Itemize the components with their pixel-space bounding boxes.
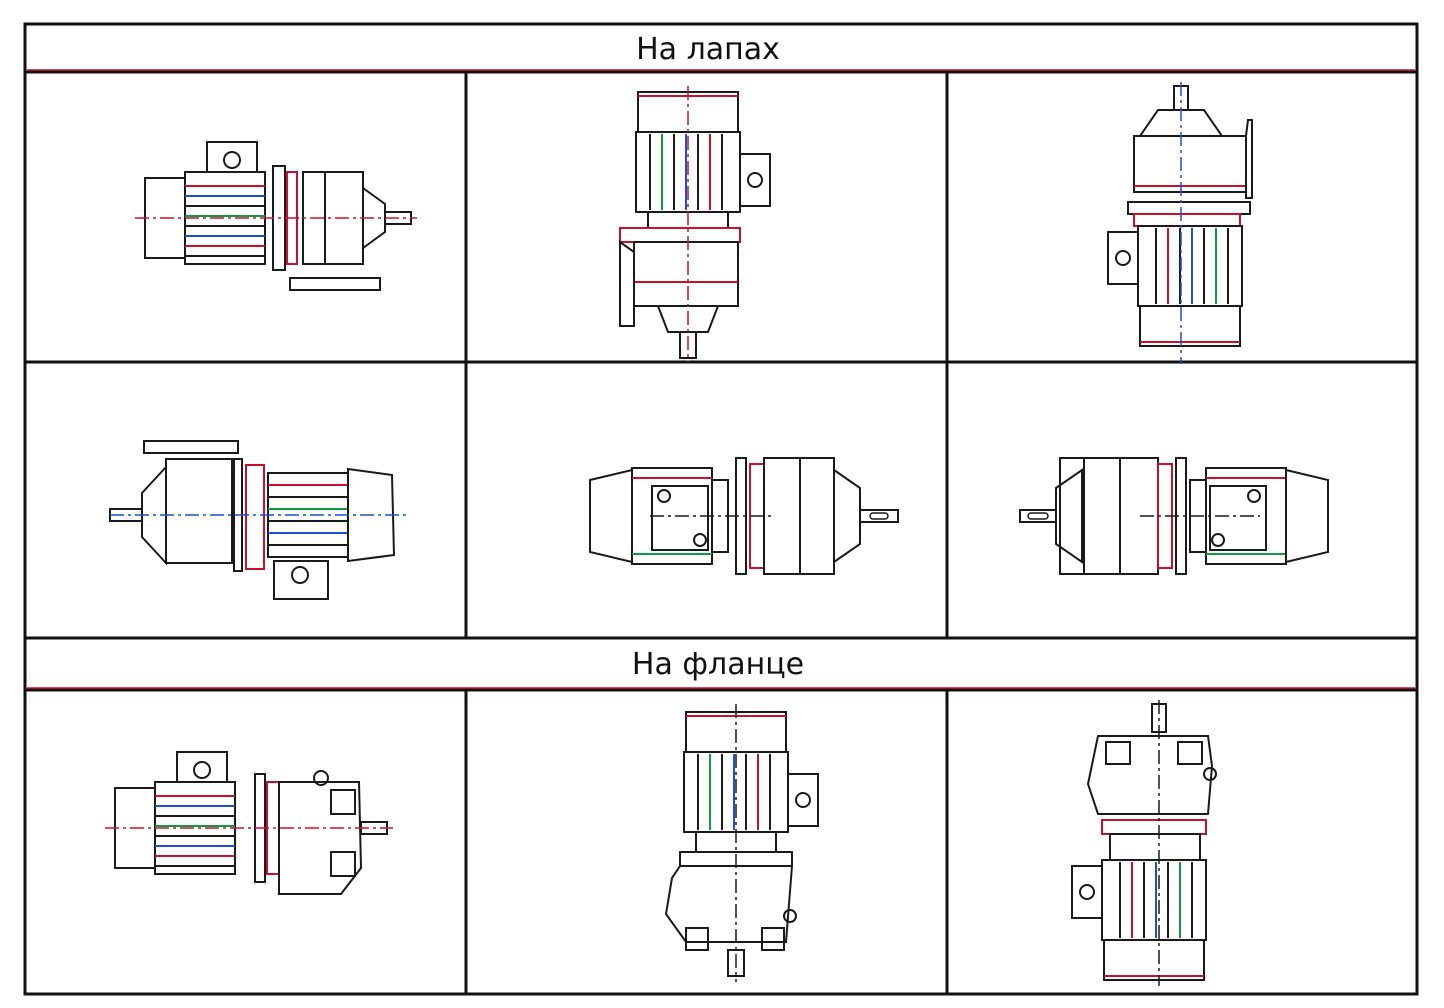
cell-foot-2-drawing [619, 86, 771, 362]
section-title-flange: На фланце [632, 647, 804, 682]
cell-foot-5-drawing [589, 457, 899, 575]
grid-bottom [23, 688, 1419, 996]
cell-foot-6-drawing [1019, 457, 1329, 575]
section-title-foot: На лапах [636, 32, 780, 67]
cell-foot-4-drawing [109, 440, 408, 600]
cell-foot-1-drawing [135, 141, 417, 291]
cell-flange-1-drawing [105, 751, 393, 895]
cell-foot-3-drawing [1107, 82, 1253, 364]
table-frame [23, 22, 1419, 996]
cell-flange-2-drawing [664, 704, 819, 982]
cell-flange-3-drawing [1071, 700, 1217, 986]
